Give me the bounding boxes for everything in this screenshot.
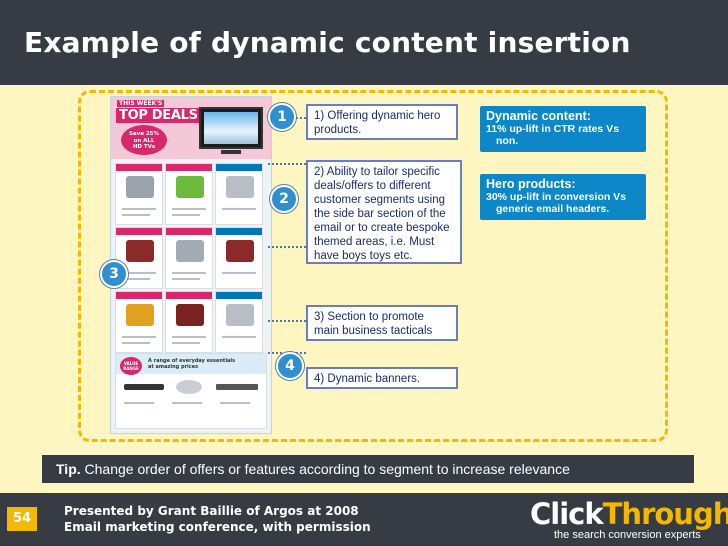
banner-text-line: at amazing prices — [148, 364, 199, 370]
callout-line: themed areas, i.e. Must — [314, 236, 435, 248]
logo-click: Click — [530, 497, 604, 531]
info-box-line: 11% up-lift in CTR rates Vs — [486, 123, 620, 135]
footer-bar — [0, 493, 728, 546]
connector-line — [268, 246, 306, 248]
product-tile — [165, 163, 213, 225]
info-box-line: 30% up-lift in conversion Vs — [486, 191, 627, 203]
sidebar-tile — [215, 291, 263, 353]
callout-line: 1) Offering dynamic hero — [314, 110, 441, 122]
step-badge-2: 2 — [270, 185, 298, 213]
logo-through: Through — [602, 497, 728, 531]
hero-this-week: THIS WEEK'S — [117, 100, 165, 107]
dashed-frame — [78, 90, 668, 442]
connector-line — [268, 320, 306, 322]
tv-image — [199, 107, 263, 149]
tip-label: Tip. — [56, 461, 81, 477]
credit-line: Email marketing conference, with permiss… — [64, 520, 371, 534]
sidebar-tile — [215, 163, 263, 225]
callout-line: customer segments using — [314, 194, 446, 206]
info-box-line: non. — [496, 135, 519, 147]
callout-line: have boys toys etc. — [314, 250, 413, 262]
product-image — [216, 384, 258, 390]
callout-hero-products: 1) Offering dynamic hero products. — [306, 104, 458, 140]
callout-line: deals/offers to different — [314, 180, 431, 192]
newsletter-hero: THIS WEEK'S TOP DEALS Save 25% on ALL HD… — [111, 97, 271, 159]
callout-line: the side bar section of the — [314, 208, 446, 220]
logo-tagline: the search conversion experts — [554, 529, 701, 541]
straightener-image — [124, 384, 164, 390]
connector-line — [296, 117, 306, 119]
tv-stand — [221, 150, 241, 154]
callout-business-tacticals: 3) Section to promote main business tact… — [306, 305, 458, 341]
connector-line — [268, 163, 306, 165]
callout-line: products. — [314, 124, 362, 136]
info-box-dynamic-content: Dynamic content: 11% up-lift in CTR rate… — [480, 106, 646, 152]
callout-tailor-offers: 2) Ability to tailor specific deals/offe… — [306, 160, 462, 264]
sidebar-tile — [215, 227, 263, 289]
page-number: 54 — [7, 507, 37, 531]
info-box-line: generic email headers. — [496, 203, 610, 215]
save-line: on ALL — [133, 137, 155, 144]
logo-wordmark: ClickThrough — [530, 498, 728, 530]
callout-line: main business tacticals — [314, 325, 433, 337]
product-tile — [115, 163, 163, 225]
callout-line: 2) Ability to tailor specific — [314, 166, 440, 178]
tip-bar: Tip. Change order of offers or features … — [42, 455, 694, 483]
callout-line: 4) Dynamic banners. — [314, 373, 421, 385]
callout-line: email or to create bespoke — [314, 222, 450, 234]
newsletter-preview: THIS WEEK'S TOP DEALS Save 25% on ALL HD… — [110, 96, 272, 434]
text-line — [220, 402, 250, 404]
step-badge-3: 3 — [100, 260, 128, 288]
callout-dynamic-banners: 4) Dynamic banners. — [306, 367, 458, 389]
credit-line: Presented by Grant Baillie of Argos at 2… — [64, 504, 359, 518]
text-line — [124, 402, 154, 404]
title-bar: Example of dynamic content insertion — [0, 0, 728, 85]
save-line: Save 25% — [128, 131, 160, 137]
product-tile — [115, 291, 163, 353]
callout-line: 3) Section to promote — [314, 311, 424, 323]
product-tile — [165, 291, 213, 353]
tv-screen — [204, 112, 258, 144]
text-line — [172, 402, 202, 404]
banner-text-line: A range of everyday essentials — [148, 358, 236, 364]
value-range-badge: VALUE RANGE — [120, 357, 142, 375]
presenter-credit: Presented by Grant Baillie of Argos at 2… — [64, 503, 371, 535]
info-box-heading: Dynamic content: — [486, 109, 591, 123]
info-box-hero-products: Hero products: 30% up-lift in conversion… — [480, 174, 646, 220]
clickthrough-logo: ClickThrough the search conversion exper… — [530, 498, 728, 542]
tip-text: Change order of offers or features accor… — [80, 461, 570, 477]
banner-header — [116, 354, 266, 374]
product-tile — [165, 227, 213, 289]
slide-title: Example of dynamic content insertion — [24, 26, 631, 59]
save-line: HD TVs — [132, 144, 156, 150]
info-box-heading: Hero products: — [486, 177, 576, 191]
hero-top-deals: TOP DEALS — [116, 108, 201, 123]
banner-text: A range of everyday essentials at amazin… — [148, 358, 235, 370]
product-image — [176, 380, 202, 394]
step-badge-4: 4 — [276, 352, 304, 380]
step-badge-1: 1 — [268, 103, 296, 131]
hero-save-badge: Save 25% on ALL HD TVs — [121, 125, 167, 155]
essentials-banner: VALUE RANGE A range of everyday essentia… — [115, 353, 267, 429]
